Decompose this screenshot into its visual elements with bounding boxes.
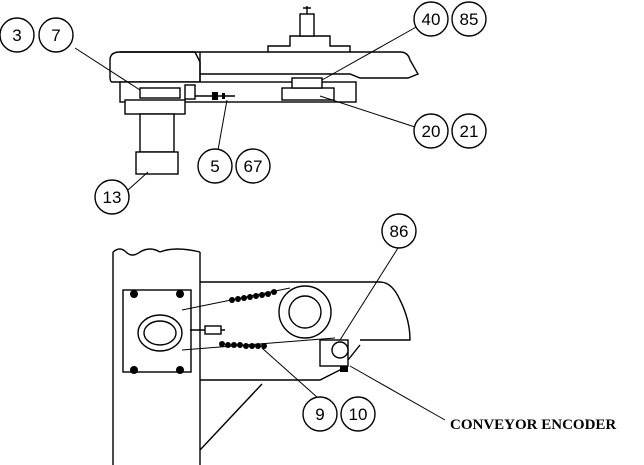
balloon-67-text: 67 [244, 157, 263, 176]
motor-end-cap [135, 151, 179, 175]
balloon-21: 21 [451, 113, 487, 149]
conveyor-rail-top [200, 281, 411, 341]
conveyor-encoder-label: CONVEYOR ENCODER [450, 417, 616, 433]
balloon-5: 5 [197, 148, 233, 184]
drive-chain [219, 289, 277, 349]
balloon-40-text: 40 [422, 10, 441, 29]
motor-body [139, 113, 175, 153]
conveyor-bed-outline [120, 51, 420, 79]
motor-housing [109, 51, 201, 83]
knob [299, 13, 315, 37]
gearbox [124, 99, 186, 115]
top-view [74, 6, 420, 191]
balloon-13: 13 [94, 179, 130, 215]
balloon-3: 3 [0, 17, 35, 53]
balloon-86-text: 86 [390, 222, 409, 241]
encoder-wheel [331, 341, 349, 359]
balloon-7-text: 7 [51, 26, 60, 45]
diagonal-support [199, 383, 263, 451]
balloon-20-text: 20 [422, 122, 441, 141]
driven-sprocket [278, 285, 332, 339]
balloon-86: 86 [381, 213, 417, 249]
balloon-10: 10 [340, 396, 376, 432]
balloon-21-text: 21 [460, 122, 479, 141]
balloon-9-text: 9 [315, 405, 324, 424]
balloon-5-text: 5 [210, 157, 219, 176]
balloon-13-text: 13 [103, 188, 122, 207]
balloon-85: 85 [451, 1, 487, 37]
balloon-20: 20 [413, 113, 449, 149]
balloon-3-text: 3 [12, 26, 21, 45]
balloon-67: 67 [235, 148, 271, 184]
balloon-10-text: 10 [349, 405, 368, 424]
balloon-9: 9 [302, 396, 338, 432]
balloon-7: 7 [38, 17, 74, 53]
top-fixture [267, 35, 351, 52]
balloon-85-text: 85 [460, 10, 479, 29]
balloon-40: 40 [413, 1, 449, 37]
bottom-view [112, 247, 446, 465]
